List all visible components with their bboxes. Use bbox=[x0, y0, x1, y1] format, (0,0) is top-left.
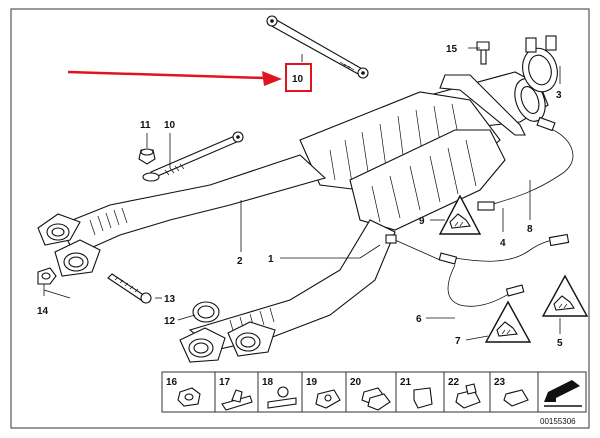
callout-8: 8 bbox=[527, 224, 533, 235]
holder-icon bbox=[455, 383, 481, 409]
warning-triangle-7 bbox=[484, 300, 532, 343]
callout-10-top: 10 bbox=[292, 74, 304, 85]
strap-icon bbox=[267, 386, 297, 409]
front-flange-upper bbox=[37, 213, 81, 246]
legend-17: 17 bbox=[219, 377, 231, 388]
callout-3: 3 bbox=[556, 90, 562, 101]
nut-part-11 bbox=[138, 148, 156, 165]
nut-part-14 bbox=[37, 267, 57, 285]
callout-11: 11 bbox=[140, 120, 151, 131]
callout-4: 4 bbox=[500, 238, 506, 249]
bracket-icon bbox=[221, 389, 253, 411]
warning-triangle-9 bbox=[438, 194, 482, 235]
legend-21: 21 bbox=[400, 377, 412, 388]
gasket-part-12 bbox=[192, 301, 220, 323]
callout-2: 2 bbox=[237, 256, 243, 267]
strut-part-10-top bbox=[266, 15, 369, 79]
legend-16: 16 bbox=[166, 377, 178, 388]
red-arrow-head bbox=[262, 71, 282, 86]
clip-pair-icon bbox=[361, 387, 391, 411]
oxygen-sensor-cables bbox=[385, 116, 574, 307]
callout-9: 9 bbox=[419, 216, 425, 227]
bolt-part-13 bbox=[107, 273, 152, 304]
front-flange-lower bbox=[54, 239, 101, 277]
legend-19: 19 bbox=[306, 377, 318, 388]
legend-22: 22 bbox=[448, 377, 460, 388]
callout-13: 13 bbox=[164, 294, 176, 305]
callout-7: 7 bbox=[455, 336, 461, 347]
callout-14: 14 bbox=[37, 306, 49, 317]
lower-flange-right bbox=[227, 321, 276, 357]
image-code: 00155306 bbox=[540, 417, 576, 426]
bolt-part-15 bbox=[476, 41, 490, 65]
red-highlight-box bbox=[285, 63, 312, 92]
callout-numbers: 10 15 3 11 10 2 1 4 8 9 6 7 5 13 12 14 bbox=[37, 44, 563, 349]
legend-strip: 16 17 18 19 20 21 22 23 bbox=[161, 371, 587, 413]
clip-icon bbox=[315, 389, 341, 409]
cap-icon bbox=[503, 389, 529, 407]
callout-5: 5 bbox=[557, 338, 563, 349]
bent-clip-icon bbox=[413, 387, 433, 409]
legend-18: 18 bbox=[262, 377, 274, 388]
exhaust-pipe-assembly bbox=[37, 71, 549, 363]
highlight-annotation bbox=[67, 63, 312, 92]
strut-part-10-left bbox=[142, 131, 244, 182]
legend-20: 20 bbox=[350, 377, 362, 388]
warning-triangle-5 bbox=[541, 274, 589, 317]
callout-6: 6 bbox=[416, 314, 422, 325]
leader-lines bbox=[43, 47, 561, 341]
arrow-icon bbox=[544, 380, 582, 407]
legend-23: 23 bbox=[494, 377, 506, 388]
red-arrow-line bbox=[67, 70, 266, 80]
callout-1: 1 bbox=[268, 254, 274, 265]
lower-flange-left bbox=[179, 327, 226, 363]
callout-12: 12 bbox=[164, 316, 176, 327]
diagram-border bbox=[10, 8, 590, 429]
nut-icon bbox=[177, 387, 201, 407]
callout-10-left: 10 bbox=[164, 120, 176, 131]
callout-15: 15 bbox=[446, 44, 458, 55]
clamp-part-3 bbox=[522, 35, 558, 93]
